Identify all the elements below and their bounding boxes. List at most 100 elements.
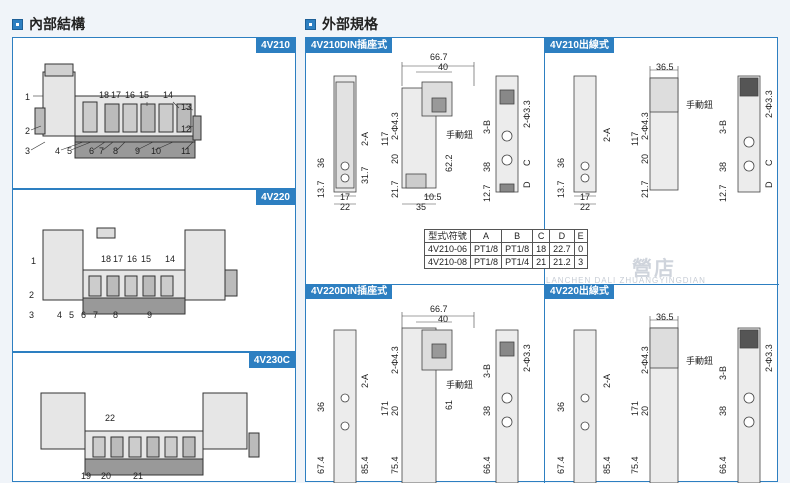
- callout-label: 11: [181, 146, 191, 156]
- dim-label: 38: [482, 161, 492, 172]
- callout-label: 6: [81, 310, 87, 320]
- dim-label: 85.4: [602, 456, 612, 474]
- table-row: 4V210-08 PT1/8 PT1/4 21 21.2 3: [423, 255, 588, 269]
- callout-label: 1: [25, 92, 31, 102]
- callout-label: 7: [93, 310, 99, 320]
- dim-label: 36.5: [656, 62, 674, 72]
- table-header-row: 型式\符號 A B C D E: [423, 229, 588, 243]
- callout-label: 5: [67, 146, 73, 156]
- dim-label: 17: [340, 192, 351, 202]
- dim-label: 2-Φ4.3: [640, 346, 650, 374]
- dim-label: 21.7: [390, 180, 400, 198]
- table-cell: 18: [532, 242, 551, 256]
- manual-button-label: 手動鈕: [686, 356, 714, 366]
- table-header-cell: A: [470, 229, 503, 243]
- dim-label: 117: [380, 131, 390, 146]
- dim-label: 35: [416, 202, 427, 212]
- dim-label: 85.4: [360, 456, 370, 474]
- right-section-title: 外部規格: [305, 14, 378, 34]
- dim-label: 171: [630, 400, 640, 416]
- dim-label: 20: [390, 405, 400, 416]
- callout-label: 18: [99, 90, 110, 100]
- dim-label: 17: [580, 192, 591, 202]
- table-cell: PT1/8: [470, 242, 503, 256]
- dim-label: C: [522, 159, 532, 167]
- dim-label: D: [522, 181, 532, 189]
- table-cell: 4V210-08: [423, 255, 472, 269]
- dim-label: 36.5: [656, 312, 674, 322]
- dim-label: 12.7: [482, 184, 492, 202]
- manual-button-label: 手動鈕: [446, 380, 474, 390]
- panel-tag-r2: 4V210出線式: [545, 38, 614, 53]
- panel-tag-r1: 4V210DIN插座式: [306, 38, 393, 53]
- dim-label: 36: [316, 157, 326, 168]
- dim-label: 3-B: [718, 365, 728, 380]
- dim-label: 12.7: [718, 184, 728, 202]
- callout-label: 9: [147, 310, 153, 320]
- panel-tag-r3: 4V220DIN插座式: [306, 284, 393, 299]
- callout-label: 5: [69, 310, 75, 320]
- table-row: 4V210-06 PT1/8 PT1/8 18 22.7 0: [423, 242, 588, 256]
- left-title-text: 內部結構: [29, 16, 85, 32]
- dim-label: 21.7: [640, 180, 650, 198]
- callout-label: 1: [31, 256, 37, 266]
- callout-label: 12: [181, 124, 192, 134]
- callout-label: 14: [165, 254, 176, 264]
- dim-label: 67.4: [316, 456, 326, 474]
- dim-label: 2-A: [360, 131, 370, 146]
- table-cell: 4V210-06: [423, 242, 472, 256]
- dim-label: 2-Φ4.3: [640, 112, 650, 140]
- callout-label: 4: [57, 310, 63, 320]
- panel-tag: 4V220: [256, 190, 295, 205]
- dim-label: 38: [718, 405, 728, 416]
- table-header-cell: D: [549, 229, 575, 243]
- callout-label: 16: [125, 90, 136, 100]
- dim-label: 117: [630, 131, 640, 146]
- dim-label: 2-A: [360, 373, 370, 388]
- dim-label: 20: [640, 405, 650, 416]
- panel-4v230c-internal: 4V230C 22 19 20 21: [12, 352, 296, 482]
- callout-label: 17: [111, 90, 122, 100]
- dim-label: 62.2: [444, 154, 454, 172]
- callout-label: 18: [101, 254, 112, 264]
- table-cell: 3: [573, 255, 588, 269]
- dim-label: 40: [438, 62, 449, 72]
- 4v220-section-drawing: [42, 227, 238, 315]
- dim-label: 66.4: [718, 456, 728, 474]
- table-cell: 0: [573, 242, 588, 256]
- bullet-square-icon: [12, 18, 23, 30]
- callout-label: 6: [89, 146, 95, 156]
- manual-button-label: 手動鈕: [446, 130, 474, 140]
- dim-label: 40: [438, 314, 449, 324]
- dim-label: 2-Φ3.3: [522, 344, 532, 372]
- callout-label: 8: [113, 146, 119, 156]
- left-section-title: 內部結構: [12, 14, 85, 34]
- callout-label: 2: [25, 126, 31, 136]
- table-cell: 22.7: [549, 242, 575, 256]
- external-spec-drawings: [333, 62, 761, 483]
- table-header-cell: B: [501, 229, 534, 243]
- panel-4v210-internal: 4V210 1 2 3 4 5: [12, 37, 296, 189]
- callout-label: 4: [55, 146, 61, 156]
- dim-label: 36: [556, 157, 566, 168]
- dim-label: 22: [340, 202, 351, 212]
- dim-label: 3-B: [482, 363, 492, 378]
- callout-label: 3: [25, 146, 31, 156]
- callout-label: 17: [113, 254, 124, 264]
- dim-label: 38: [482, 405, 492, 416]
- panel-tag-r4: 4V220出線式: [545, 284, 614, 299]
- callout-label: 15: [141, 254, 152, 264]
- dim-label: 75.4: [390, 456, 400, 474]
- dim-label: D: [764, 181, 774, 189]
- callout-label: 2: [29, 290, 35, 300]
- dim-label: 2-Φ3.3: [522, 100, 532, 128]
- dim-label: 20: [390, 153, 400, 164]
- callout-label: 7: [99, 146, 105, 156]
- manual-button-label: 手動鈕: [686, 100, 714, 110]
- dim-label: 66.4: [482, 456, 492, 474]
- table-cell: PT1/4: [501, 255, 534, 269]
- dim-label: 2-A: [602, 373, 612, 388]
- dim-label: 2-Φ4.3: [390, 112, 400, 140]
- callout-label: 8: [113, 310, 119, 320]
- dim-label: 61: [444, 399, 454, 410]
